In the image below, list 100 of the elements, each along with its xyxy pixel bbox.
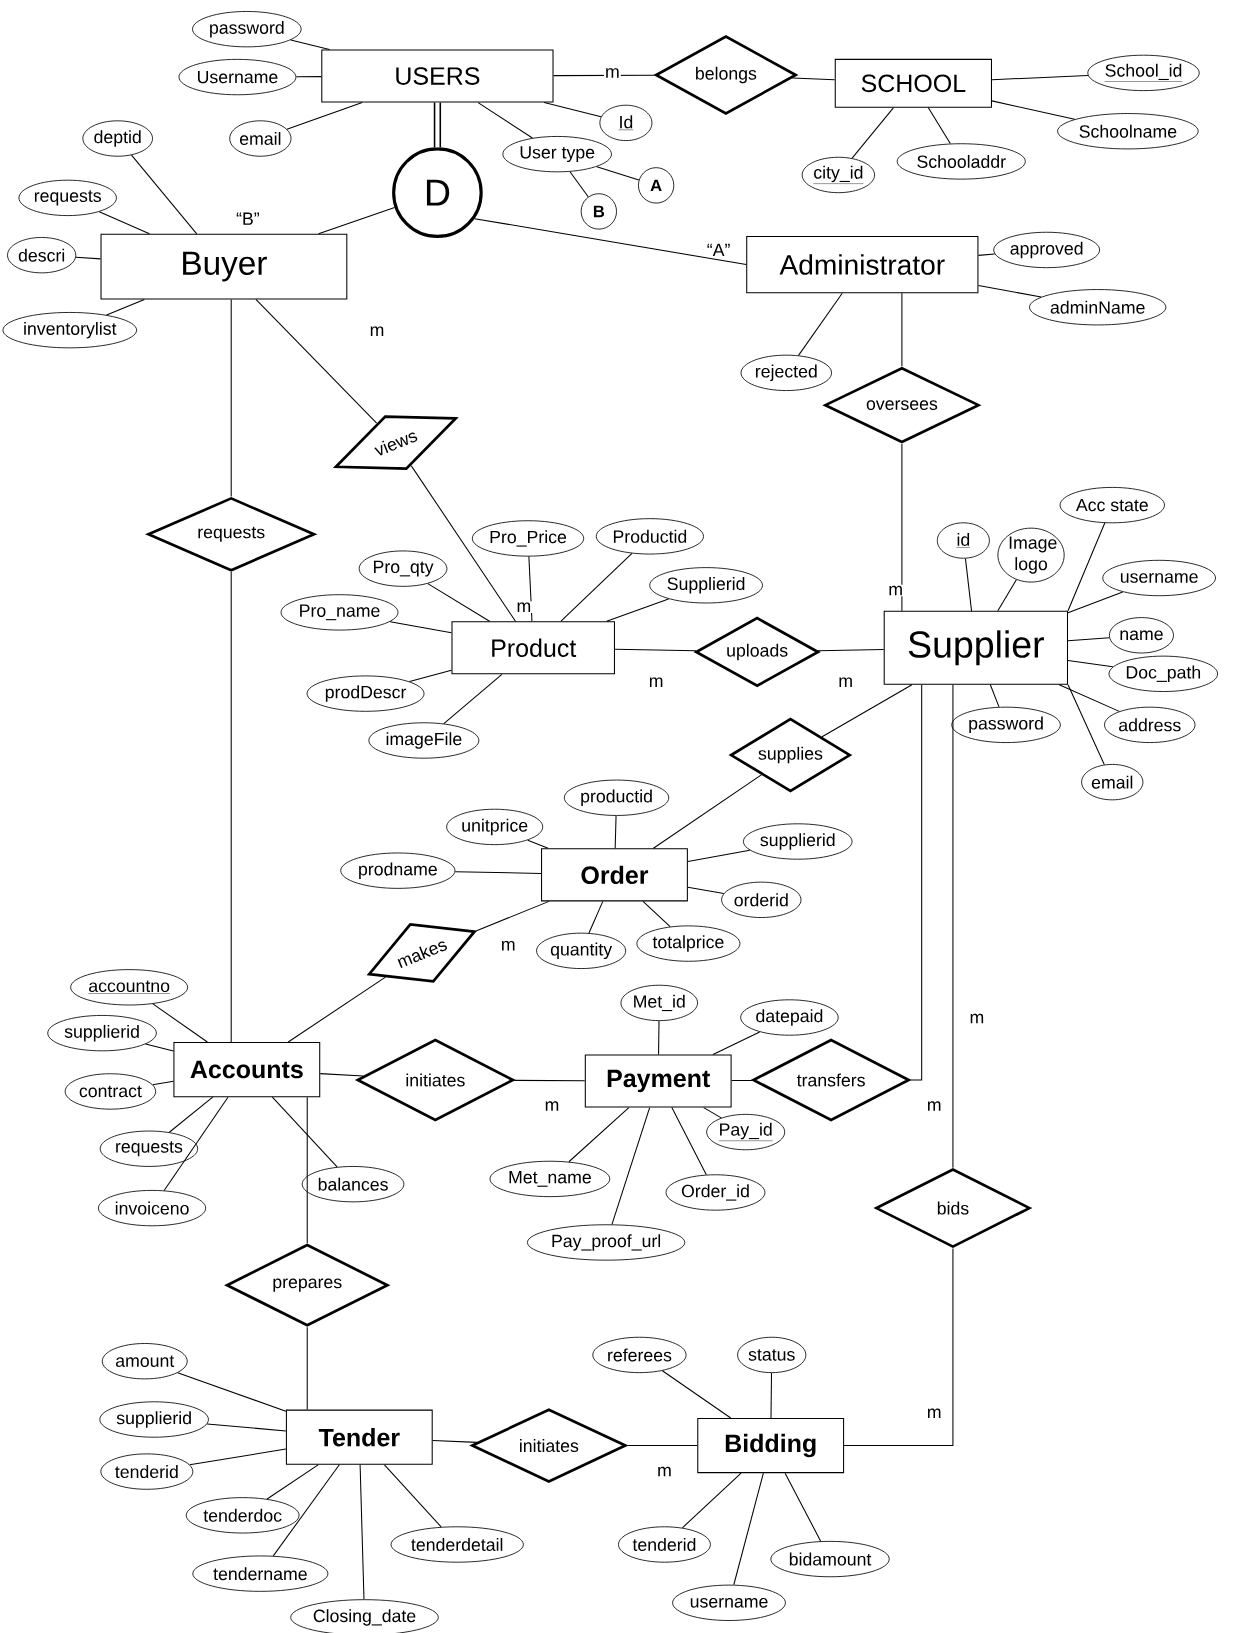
- entity-box: Buyer: [100, 233, 348, 300]
- connector-line: [977, 253, 996, 256]
- edge-label: m: [837, 676, 854, 688]
- connector-line: [784, 1472, 822, 1542]
- connector-line: [731, 1079, 753, 1082]
- connector-line: [927, 107, 951, 145]
- connector-line: [290, 39, 330, 50]
- edge-label: m: [603, 67, 621, 79]
- connector-line: [687, 886, 725, 894]
- entity-box: Order: [540, 848, 688, 902]
- connector-line: [652, 774, 762, 849]
- connector-line: [409, 669, 452, 683]
- connector-line: [477, 102, 533, 139]
- connector-line: [359, 1464, 365, 1600]
- connector-line: [797, 292, 843, 356]
- connector-line: [588, 900, 604, 934]
- connector-line: [168, 1096, 214, 1133]
- connector-line: [821, 684, 913, 738]
- connector-line: [671, 1107, 707, 1176]
- connector-line: [286, 102, 363, 130]
- edge-label: m: [647, 676, 665, 688]
- connector-line: [712, 1031, 761, 1055]
- connector-line: [130, 154, 198, 235]
- connector-line: [901, 443, 903, 612]
- entity-box: USERS: [321, 49, 554, 103]
- connector-line: [189, 1448, 287, 1466]
- connector-line: [733, 1472, 764, 1586]
- edge-label: m: [925, 1100, 943, 1112]
- entity-box: SCHOOL: [834, 58, 992, 108]
- entity-box: Product: [451, 621, 615, 675]
- edge-label: “A”: [705, 242, 732, 258]
- edge-label: m: [499, 939, 517, 952]
- connector-line: [454, 871, 542, 874]
- connector-line: [383, 1464, 442, 1528]
- connector-line: [1067, 522, 1106, 612]
- connector-line: [606, 598, 669, 622]
- edge-label: m: [968, 1012, 986, 1025]
- connector-line: [389, 621, 452, 634]
- connector-line: [681, 1472, 742, 1529]
- connector-line: [319, 1073, 364, 1077]
- edge-label: m: [368, 325, 386, 337]
- connector-line: [513, 1079, 586, 1082]
- connector-line: [443, 673, 503, 725]
- connector-line: [432, 1439, 478, 1443]
- connector-line: [255, 298, 378, 424]
- connector-line: [991, 74, 1089, 81]
- connector-line: [1067, 637, 1110, 642]
- connector-line: [964, 558, 972, 612]
- connector-line: [1067, 660, 1114, 668]
- connector-line: [552, 74, 656, 77]
- connector-line: [614, 648, 697, 652]
- entity-box: Accounts: [173, 1042, 321, 1098]
- connector-line: [626, 1445, 698, 1447]
- connector-line: [843, 1248, 954, 1447]
- connector-line: [410, 465, 516, 622]
- edge-label: “B”: [234, 211, 261, 226]
- connector-line: [287, 976, 386, 1043]
- connector-line: [475, 900, 550, 932]
- connector-line: [569, 171, 589, 198]
- connector-line: [851, 107, 894, 159]
- connector-line: [98, 211, 150, 235]
- connector-line: [952, 684, 954, 1169]
- edge-label: m: [543, 1100, 561, 1112]
- connector-line: [106, 298, 145, 316]
- edge-label: m: [925, 1407, 943, 1420]
- connector-line: [909, 684, 923, 1081]
- edge-label: m: [887, 584, 904, 597]
- connector-line: [230, 571, 232, 1043]
- connector-line: [177, 1372, 287, 1412]
- connector-line: [611, 1107, 651, 1225]
- connector-line: [163, 1096, 229, 1191]
- connector-line: [543, 102, 602, 118]
- connector-line: [997, 579, 1017, 612]
- connector-line: [318, 207, 396, 235]
- connector-line: [657, 1020, 660, 1055]
- connector-line: [596, 166, 640, 181]
- connector-line: [989, 684, 1000, 708]
- connector-line: [145, 1043, 174, 1052]
- connector-line: [1058, 684, 1120, 712]
- connector-line: [991, 100, 1075, 120]
- connector-line: [687, 849, 751, 862]
- connector-line: [642, 900, 671, 928]
- connector-line: [791, 77, 836, 81]
- entity-box: Bidding: [697, 1417, 844, 1474]
- connector-line: [75, 256, 101, 260]
- connector-line: [901, 292, 903, 367]
- connector-line: [206, 1423, 287, 1432]
- connector-line: [266, 1464, 319, 1500]
- connector-line: [528, 556, 533, 622]
- connector-line: [568, 1107, 630, 1163]
- connector-line: [230, 298, 232, 497]
- connector-line: [614, 815, 617, 849]
- connector-line: [661, 1370, 732, 1419]
- edge-label: m: [655, 1465, 673, 1478]
- connector-line: [271, 1096, 338, 1168]
- connector-line: [306, 1326, 308, 1411]
- connector-line: [1067, 684, 1105, 766]
- connector-line: [703, 1107, 722, 1119]
- connector-line: [1067, 591, 1124, 614]
- connector-line: [427, 583, 490, 622]
